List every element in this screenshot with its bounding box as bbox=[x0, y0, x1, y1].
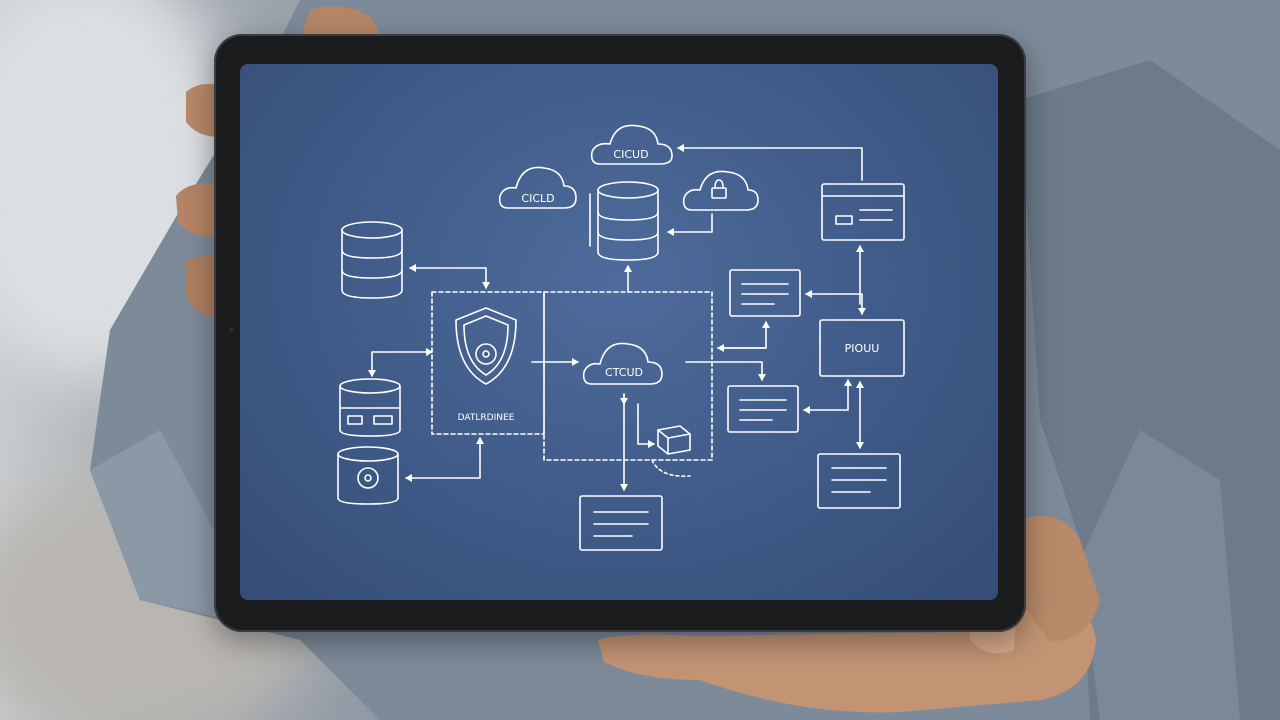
cloud-icon bbox=[582, 342, 663, 385]
document-icon bbox=[821, 183, 905, 241]
tablet-camera bbox=[228, 326, 235, 333]
shield-lock-icon bbox=[455, 307, 517, 385]
cloud-icon bbox=[590, 124, 673, 165]
document-icon bbox=[579, 495, 663, 551]
document-icon bbox=[817, 453, 901, 509]
tablet-screen: CICUD CICLD bbox=[240, 64, 998, 600]
server-block-icon bbox=[657, 425, 691, 455]
database-icon bbox=[589, 181, 659, 261]
database-icon bbox=[341, 221, 403, 299]
cloud-label-center: CTCUD bbox=[605, 366, 643, 379]
gear-database-icon bbox=[337, 446, 399, 505]
cloud-label-top: CICUD bbox=[613, 148, 648, 161]
cloud-label-left: CICLD bbox=[521, 192, 554, 205]
security-zone bbox=[431, 291, 545, 435]
document-icon bbox=[727, 385, 799, 433]
process-box bbox=[819, 319, 905, 377]
lock-cloud-icon bbox=[682, 170, 759, 211]
connector-arrows bbox=[368, 144, 866, 491]
security-zone-label: DATLRDINEE bbox=[458, 413, 515, 423]
dashed-curve bbox=[651, 459, 691, 477]
server-icon bbox=[339, 378, 401, 437]
process-box-label: PIOUU bbox=[845, 342, 880, 355]
cloud-icon bbox=[498, 166, 577, 209]
architecture-diagram: CICUD CICLD bbox=[337, 124, 905, 551]
document-icon bbox=[729, 269, 801, 317]
